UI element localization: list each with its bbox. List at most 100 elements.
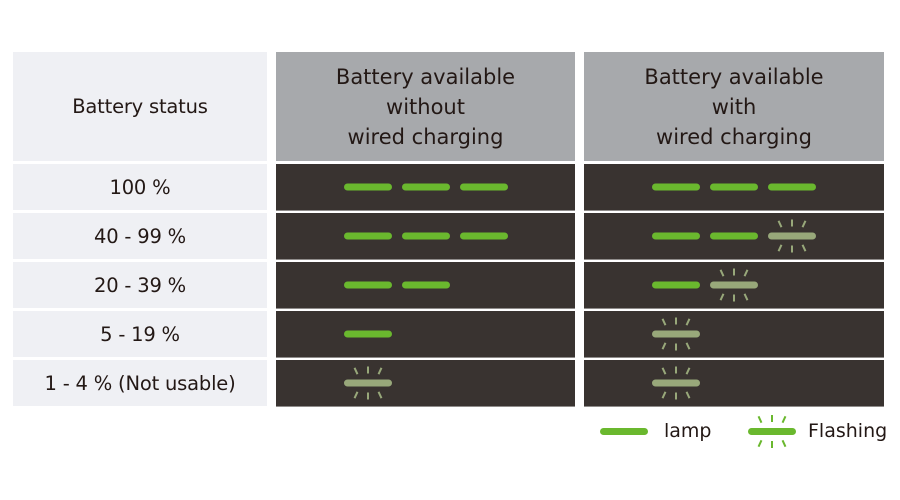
with-charging-indicator <box>584 164 884 211</box>
flashing-lamp-icon <box>652 317 700 351</box>
flash-ray <box>771 440 773 448</box>
flash-ray <box>675 343 677 351</box>
flash-ray <box>685 342 691 350</box>
header-line: wired charging <box>347 124 504 149</box>
flash-ray <box>661 318 667 326</box>
without-charging-indicator <box>276 360 575 407</box>
lamp-group <box>652 317 700 351</box>
lamp-group <box>344 366 392 400</box>
flash-ray <box>367 392 369 400</box>
lamp-group <box>652 183 816 191</box>
flash-ray <box>719 293 725 301</box>
lamp-icon <box>344 330 392 338</box>
flashing-lamp-icon <box>344 366 392 400</box>
legend-flashing-label: Flashing <box>808 420 888 442</box>
flash-ray <box>661 391 667 399</box>
flashing-lamp-icon <box>710 268 758 302</box>
flash-ray <box>801 244 807 252</box>
lamp-icon <box>600 427 648 435</box>
lamp-icon <box>344 183 392 191</box>
lamp-icon <box>710 232 758 240</box>
header-line: with <box>711 94 757 119</box>
lamp-icon <box>344 232 392 240</box>
flashing-lamp-icon <box>652 366 700 400</box>
lamp-icon <box>460 232 508 240</box>
lamp-icon <box>402 183 450 191</box>
battery-status-header-text: Battery status <box>72 95 208 118</box>
battery-status-text: 1 - 4 % (Not usable) <box>44 371 236 395</box>
without-charging-header: Battery available without wired charging <box>276 52 575 161</box>
lamp-icon <box>402 232 450 240</box>
flash-ray <box>791 219 793 227</box>
flash-ray <box>777 220 783 228</box>
legend-lamp: lamp <box>600 420 712 442</box>
lamp-icon <box>652 232 700 240</box>
flash-ray <box>353 391 359 399</box>
lamp-icon <box>652 281 700 289</box>
without-charging-indicator <box>276 213 575 260</box>
flash-ray <box>353 367 359 375</box>
flashing-lamp-icon <box>768 219 816 253</box>
lamp-icon <box>344 281 392 289</box>
flash-ray <box>777 244 783 252</box>
battery-status-text: 5 - 19 % <box>100 322 180 346</box>
flash-ray <box>801 220 807 228</box>
without-charging-indicator <box>276 262 575 309</box>
lamp-group <box>652 268 758 302</box>
battery-status-text: 100 % <box>109 175 171 199</box>
battery-status-cell: 5 - 19 % <box>13 311 267 357</box>
legend-flashing: Flashing <box>748 414 888 448</box>
flash-ray <box>781 415 787 423</box>
flash-ray <box>377 367 383 375</box>
flash-ray <box>367 366 369 374</box>
with-charging-indicator <box>584 262 884 309</box>
flash-ray <box>791 245 793 253</box>
battery-status-cell: 100 % <box>13 164 267 210</box>
lamp-icon <box>652 183 700 191</box>
battery-status-header: Battery status <box>13 52 267 161</box>
flash-ray <box>733 268 735 276</box>
flash-ray <box>781 439 787 447</box>
without-charging-indicator <box>276 164 575 211</box>
flash-ray <box>377 391 383 399</box>
lamp-group <box>344 330 392 338</box>
with-charging-indicator <box>584 213 884 260</box>
battery-status-cell: 20 - 39 % <box>13 262 267 308</box>
flash-ray <box>757 439 763 447</box>
lamp-icon <box>710 183 758 191</box>
flash-ray <box>661 367 667 375</box>
battery-status-cell: 1 - 4 % (Not usable) <box>13 360 267 406</box>
flash-ray <box>685 318 691 326</box>
flash-ray <box>685 367 691 375</box>
flash-ray <box>719 269 725 277</box>
header-line: without <box>386 94 465 119</box>
battery-status-text: 40 - 99 % <box>94 224 186 248</box>
battery-status-cell: 40 - 99 % <box>13 213 267 259</box>
header-line: wired charging <box>656 124 812 149</box>
lamp-icon <box>768 183 816 191</box>
legend-lamp-label: lamp <box>664 420 712 442</box>
with-charging-indicator <box>584 311 884 358</box>
lamp-icon <box>460 183 508 191</box>
flash-ray <box>771 414 773 422</box>
flash-ray <box>685 391 691 399</box>
lamp-group <box>344 232 508 240</box>
header-line: Battery available <box>335 64 516 89</box>
flashing-lamp-icon <box>748 414 796 448</box>
lamp-group <box>652 219 816 253</box>
flash-ray <box>757 415 763 423</box>
lamp-icon <box>402 281 450 289</box>
flash-ray <box>733 294 735 302</box>
without-charging-indicator <box>276 311 575 358</box>
header-line: Battery available <box>644 64 824 89</box>
lamp-group <box>652 366 700 400</box>
flash-ray <box>675 392 677 400</box>
lamp-group <box>344 183 508 191</box>
flash-ray <box>661 342 667 350</box>
flash-ray <box>743 293 749 301</box>
battery-status-text: 20 - 39 % <box>94 273 186 297</box>
flash-ray <box>743 269 749 277</box>
flash-ray <box>675 366 677 374</box>
flash-ray <box>675 317 677 325</box>
with-charging-indicator <box>584 360 884 407</box>
